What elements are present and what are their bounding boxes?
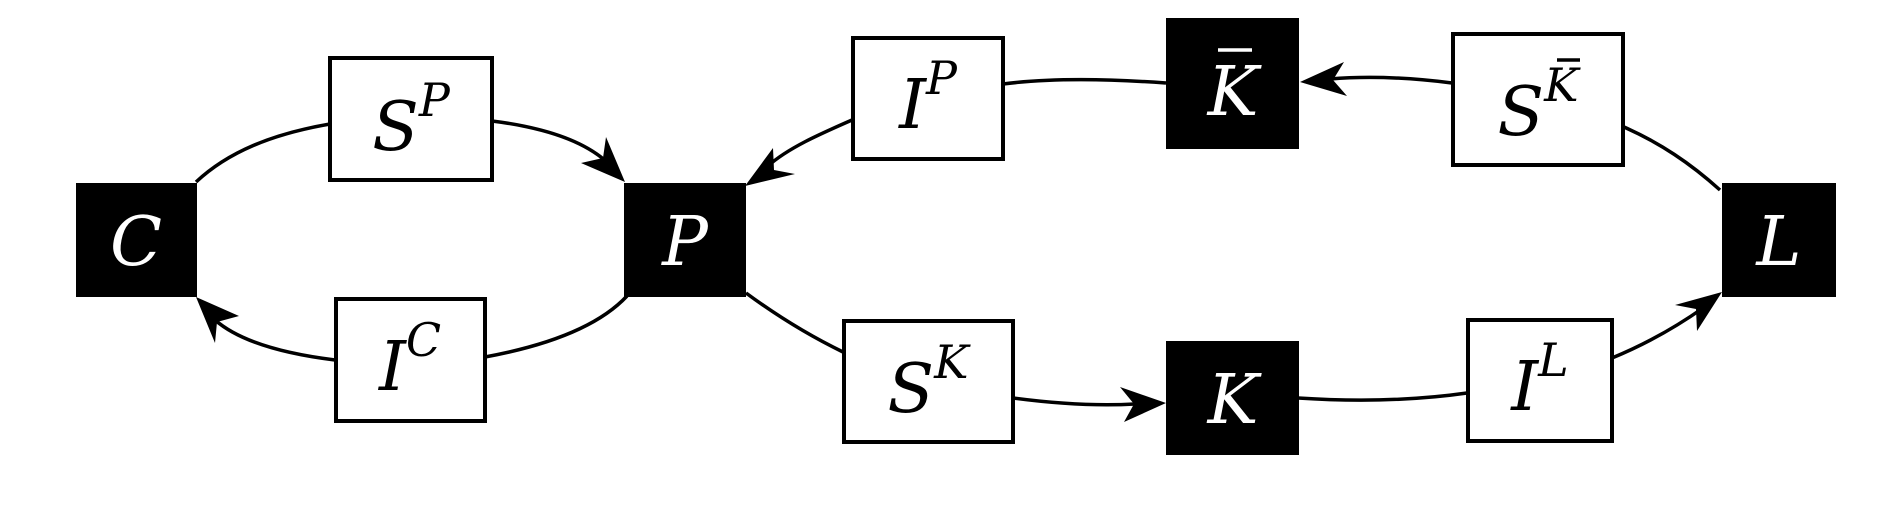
- node-k-bar: K: [1166, 18, 1299, 149]
- arrowhead-into-c: [196, 297, 239, 343]
- node-s-p: SP: [328, 56, 494, 182]
- node-s-p-label: SP: [372, 73, 451, 167]
- arrowhead-into-p-top: [581, 137, 625, 182]
- arrowhead-into-k: [1120, 387, 1166, 422]
- node-k-label: K: [1206, 361, 1263, 440]
- edge-kbar-to-ip: [1002, 78, 1167, 86]
- arrowhead-into-p-right: [745, 148, 795, 186]
- node-c: C: [76, 183, 197, 297]
- edge-il-to-l: [1611, 306, 1705, 360]
- edge-c-to-sp: [194, 122, 331, 184]
- edge-ic-to-c: [213, 318, 336, 362]
- arrowhead-into-kbar: [1300, 62, 1347, 96]
- edge-l-to-skbar: [1623, 125, 1722, 192]
- node-k: K: [1166, 341, 1299, 455]
- node-i-c: IC: [334, 297, 487, 423]
- edge-skbar-to-kbar: [1329, 75, 1453, 85]
- edge-k-to-il: [1297, 391, 1468, 402]
- node-p: P: [624, 183, 746, 297]
- node-k-bar-label: K: [1206, 53, 1263, 132]
- node-s-k-bar: SK: [1451, 32, 1625, 167]
- edge-sk-to-k: [1012, 396, 1136, 407]
- node-p-label: P: [660, 203, 709, 282]
- edge-p-to-ic: [484, 294, 629, 359]
- edge-sp-to-p: [491, 119, 612, 167]
- node-i-p-label: IP: [897, 51, 958, 145]
- node-i-c-label: IC: [377, 313, 441, 407]
- node-i-l: IL: [1466, 318, 1614, 443]
- node-s-k-label: SK: [888, 335, 972, 429]
- node-s-k-bar-label: SK: [1498, 58, 1582, 152]
- edge-p-to-sk: [744, 291, 844, 354]
- node-s-k: SK: [842, 319, 1015, 444]
- node-l-label: L: [1754, 203, 1801, 282]
- arrowhead-into-l: [1675, 292, 1722, 331]
- node-i-l-label: IL: [1509, 333, 1568, 427]
- node-i-p: IP: [851, 36, 1005, 161]
- node-c-label: C: [110, 203, 162, 282]
- node-l: L: [1722, 183, 1836, 297]
- edge-ip-to-p: [766, 118, 853, 168]
